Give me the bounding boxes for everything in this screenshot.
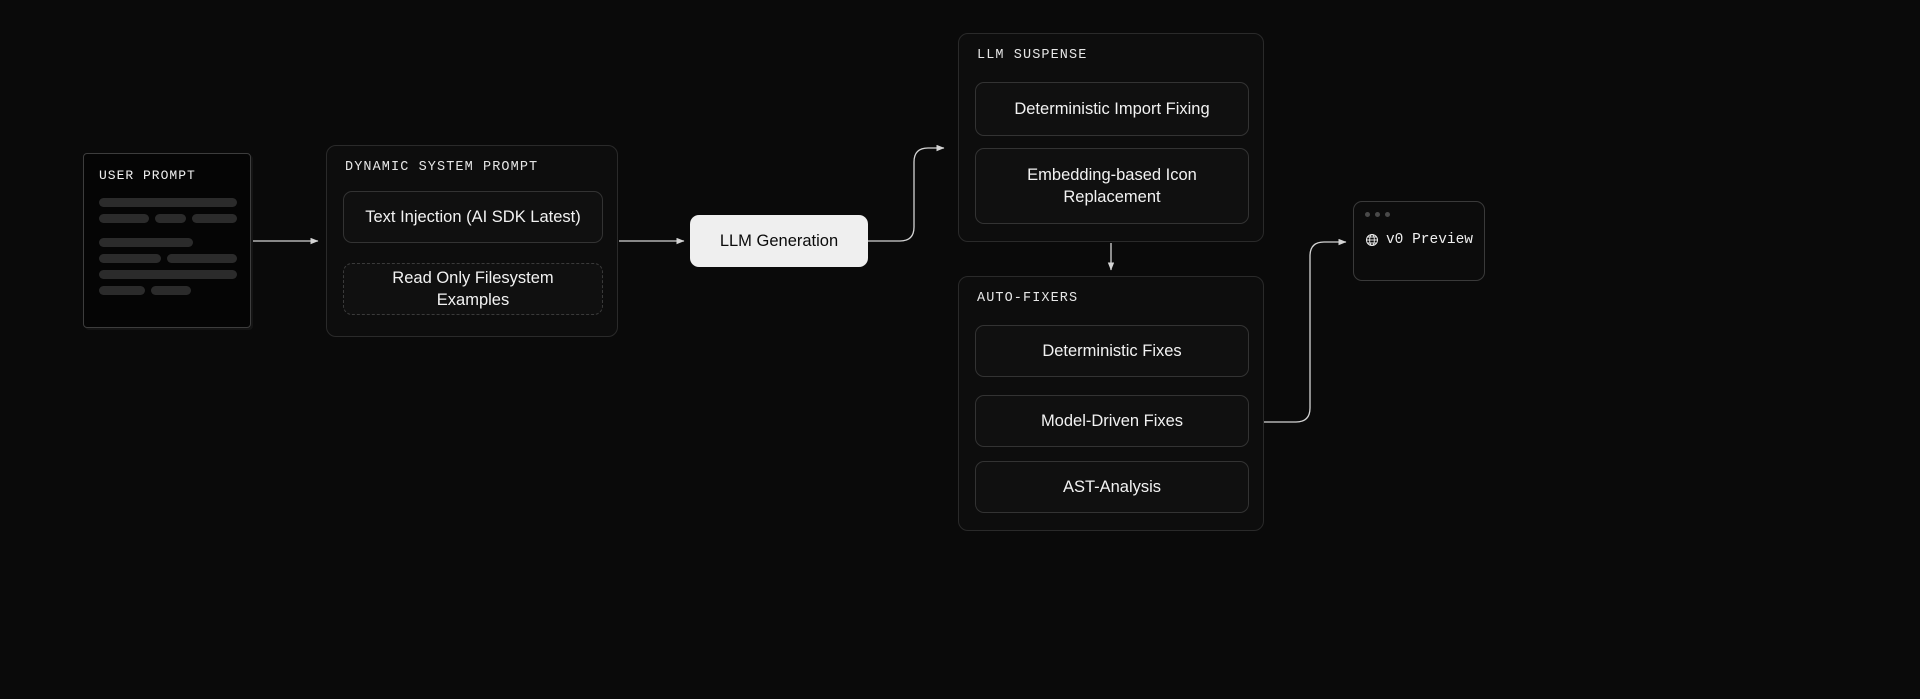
skeleton-bar [99, 214, 150, 223]
chip-label: Embedding-based Icon Replacement [1027, 165, 1197, 206]
v0-preview-label-row: v0 Preview [1354, 232, 1484, 248]
globe-icon [1365, 233, 1379, 247]
dynamic-system-prompt-group[interactable]: DYNAMIC SYSTEM PROMPT Text Injection (AI… [326, 145, 618, 337]
llm-suspense-group[interactable]: LLM SUSPENSE Deterministic Import Fixing… [958, 33, 1264, 242]
chip-read-only-filesystem-examples[interactable]: Read Only Filesystem Examples [343, 263, 603, 315]
window-dot-green [1385, 212, 1390, 217]
chip-label: Deterministic Import Fixing [1014, 99, 1210, 118]
skeleton-bar [99, 238, 193, 247]
llm-suspense-title: LLM SUSPENSE [977, 48, 1088, 63]
chip-text-injection[interactable]: Text Injection (AI SDK Latest) [343, 191, 603, 243]
skeleton-bar [99, 286, 145, 295]
llm-generation-node[interactable]: LLM Generation [690, 215, 868, 267]
chip-embedding-based-icon-replacement[interactable]: Embedding-based Icon Replacement [975, 148, 1249, 224]
skeleton-row [99, 286, 237, 295]
chip-deterministic-fixes[interactable]: Deterministic Fixes [975, 325, 1249, 377]
window-dot-yellow [1375, 212, 1380, 217]
skeleton-bar [167, 254, 237, 263]
auto-fixers-title: AUTO-FIXERS [977, 291, 1079, 306]
auto-fixers-group[interactable]: AUTO-FIXERS Deterministic Fixes Model-Dr… [958, 276, 1264, 531]
skeleton-row [99, 238, 237, 247]
chip-label: Model-Driven Fixes [1040, 411, 1184, 430]
skeleton-row [99, 214, 237, 223]
window-dot-red [1365, 212, 1370, 217]
llm-generation-label: LLM Generation [719, 231, 839, 250]
user-prompt-skeleton [99, 198, 237, 302]
chip-model-driven-fixes[interactable]: Model-Driven Fixes [975, 395, 1249, 447]
chip-deterministic-import-fixing[interactable]: Deterministic Import Fixing [975, 82, 1249, 136]
skeleton-row [99, 270, 237, 279]
skeleton-bar [192, 214, 237, 223]
dynamic-system-prompt-title: DYNAMIC SYSTEM PROMPT [345, 160, 539, 175]
v0-preview-label: v0 Preview [1385, 232, 1473, 248]
skeleton-row [99, 198, 237, 207]
connector-llm-generation-to-llm-suspense [868, 144, 945, 242]
skeleton-bar [99, 254, 162, 263]
skeleton-bar [99, 270, 237, 279]
chip-label: Read Only Filesystem Examples [392, 268, 554, 309]
window-dots [1365, 212, 1390, 217]
chip-label: Deterministic Fixes [1042, 341, 1182, 360]
user-prompt-title: USER PROMPT [99, 168, 196, 183]
skeleton-bar [99, 198, 237, 207]
v0-preview-node[interactable]: v0 Preview [1353, 201, 1485, 281]
chip-label: AST-Analysis [1062, 477, 1162, 496]
skeleton-bar [151, 286, 191, 295]
chip-label: Text Injection (AI SDK Latest) [365, 207, 581, 226]
chip-ast-analysis[interactable]: AST-Analysis [975, 461, 1249, 513]
user-prompt-card[interactable]: USER PROMPT [83, 153, 251, 328]
skeleton-row [99, 254, 237, 263]
connector-auto-fixers-to-v0-preview [1250, 238, 1347, 423]
skeleton-bar [155, 214, 187, 223]
